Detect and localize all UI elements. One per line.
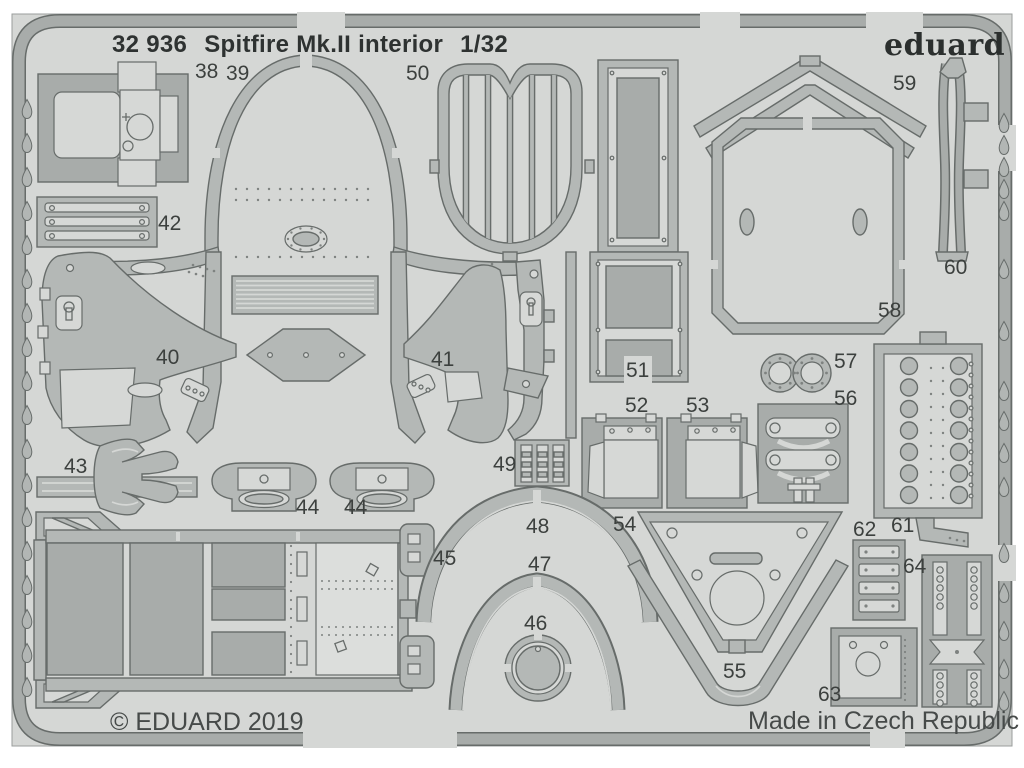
part-38-shape: [37, 61, 189, 187]
copyright-text: © EDUARD 2019: [110, 708, 304, 736]
part-number-45: 45: [433, 547, 457, 570]
part-number-57: 57: [834, 350, 858, 373]
part-40-shape: [37, 251, 237, 448]
part-52-shape: [581, 413, 663, 509]
part-57-shape: [760, 353, 832, 393]
part-47-shape: [448, 572, 626, 711]
part-number-55: 55: [723, 660, 747, 683]
part-number-47: 47: [528, 553, 552, 576]
part-number-48: 48: [526, 515, 550, 538]
part-number-64: 64: [903, 555, 927, 578]
part-number-59: 59: [893, 72, 917, 95]
part-51-shape: [589, 59, 689, 383]
part-58-shape: [708, 114, 909, 335]
part-number-38: 38: [195, 60, 219, 83]
part-number-63: 63: [818, 683, 842, 706]
part-number-44-b: 44: [344, 496, 368, 519]
kit-title: Spitfire Mk.II interior: [204, 31, 444, 58]
part-42-shape: [36, 196, 158, 248]
made-in-text: Made in Czech Republic: [748, 707, 1019, 735]
part-number-58: 58: [878, 299, 902, 322]
part-60-shape: [935, 57, 989, 262]
part-64-shape: [921, 554, 993, 708]
part-61-shape: [873, 331, 983, 548]
part-59-shape: [693, 55, 927, 159]
etched-teardrop-marks: [21, 98, 1010, 712]
part-number-51: 51: [626, 359, 650, 382]
part-number-60: 60: [944, 256, 968, 279]
fret-border-band: [13, 15, 1011, 745]
part-number-56: 56: [834, 387, 858, 410]
part-number-54: 54: [613, 513, 637, 536]
part-number-41: 41: [431, 348, 455, 371]
part-53-shape: [666, 413, 759, 509]
part-55-shape: [627, 559, 849, 707]
part-50-shape: [429, 63, 595, 262]
part-number-52: 52: [625, 394, 649, 417]
part-44-shape: [211, 462, 317, 512]
catalog-number: 32 936: [112, 31, 188, 58]
part-number-62: 62: [853, 518, 877, 541]
part-45-shape: [33, 511, 435, 709]
part-number-39: 39: [226, 62, 250, 85]
part-number-40: 40: [156, 346, 180, 369]
eduard-logo: eduard: [884, 28, 1006, 63]
part-number-44-b: 44: [296, 496, 320, 519]
part-46-shape: [504, 633, 572, 702]
part-62-shape: [852, 539, 906, 621]
part-number-43: 43: [64, 455, 88, 478]
part-number-46: 46: [524, 612, 548, 635]
part-49-shape: [514, 439, 570, 487]
part-63-shape: [830, 627, 918, 707]
kit-scale: 1/32: [460, 31, 509, 58]
part-number-61: 61: [891, 514, 915, 537]
part-number-50: 50: [406, 62, 430, 85]
part-54-shape: [636, 511, 844, 654]
part-number-53: 53: [686, 394, 710, 417]
part-43-shape: [36, 438, 198, 516]
part-41-shape: [403, 251, 577, 444]
part-number-49: 49: [493, 453, 517, 476]
part-number-42: 42: [158, 212, 182, 235]
sheet-header: 32 936 Spitfire Mk.II interior 1/32: [112, 31, 508, 59]
part-56-shape: [757, 403, 849, 504]
